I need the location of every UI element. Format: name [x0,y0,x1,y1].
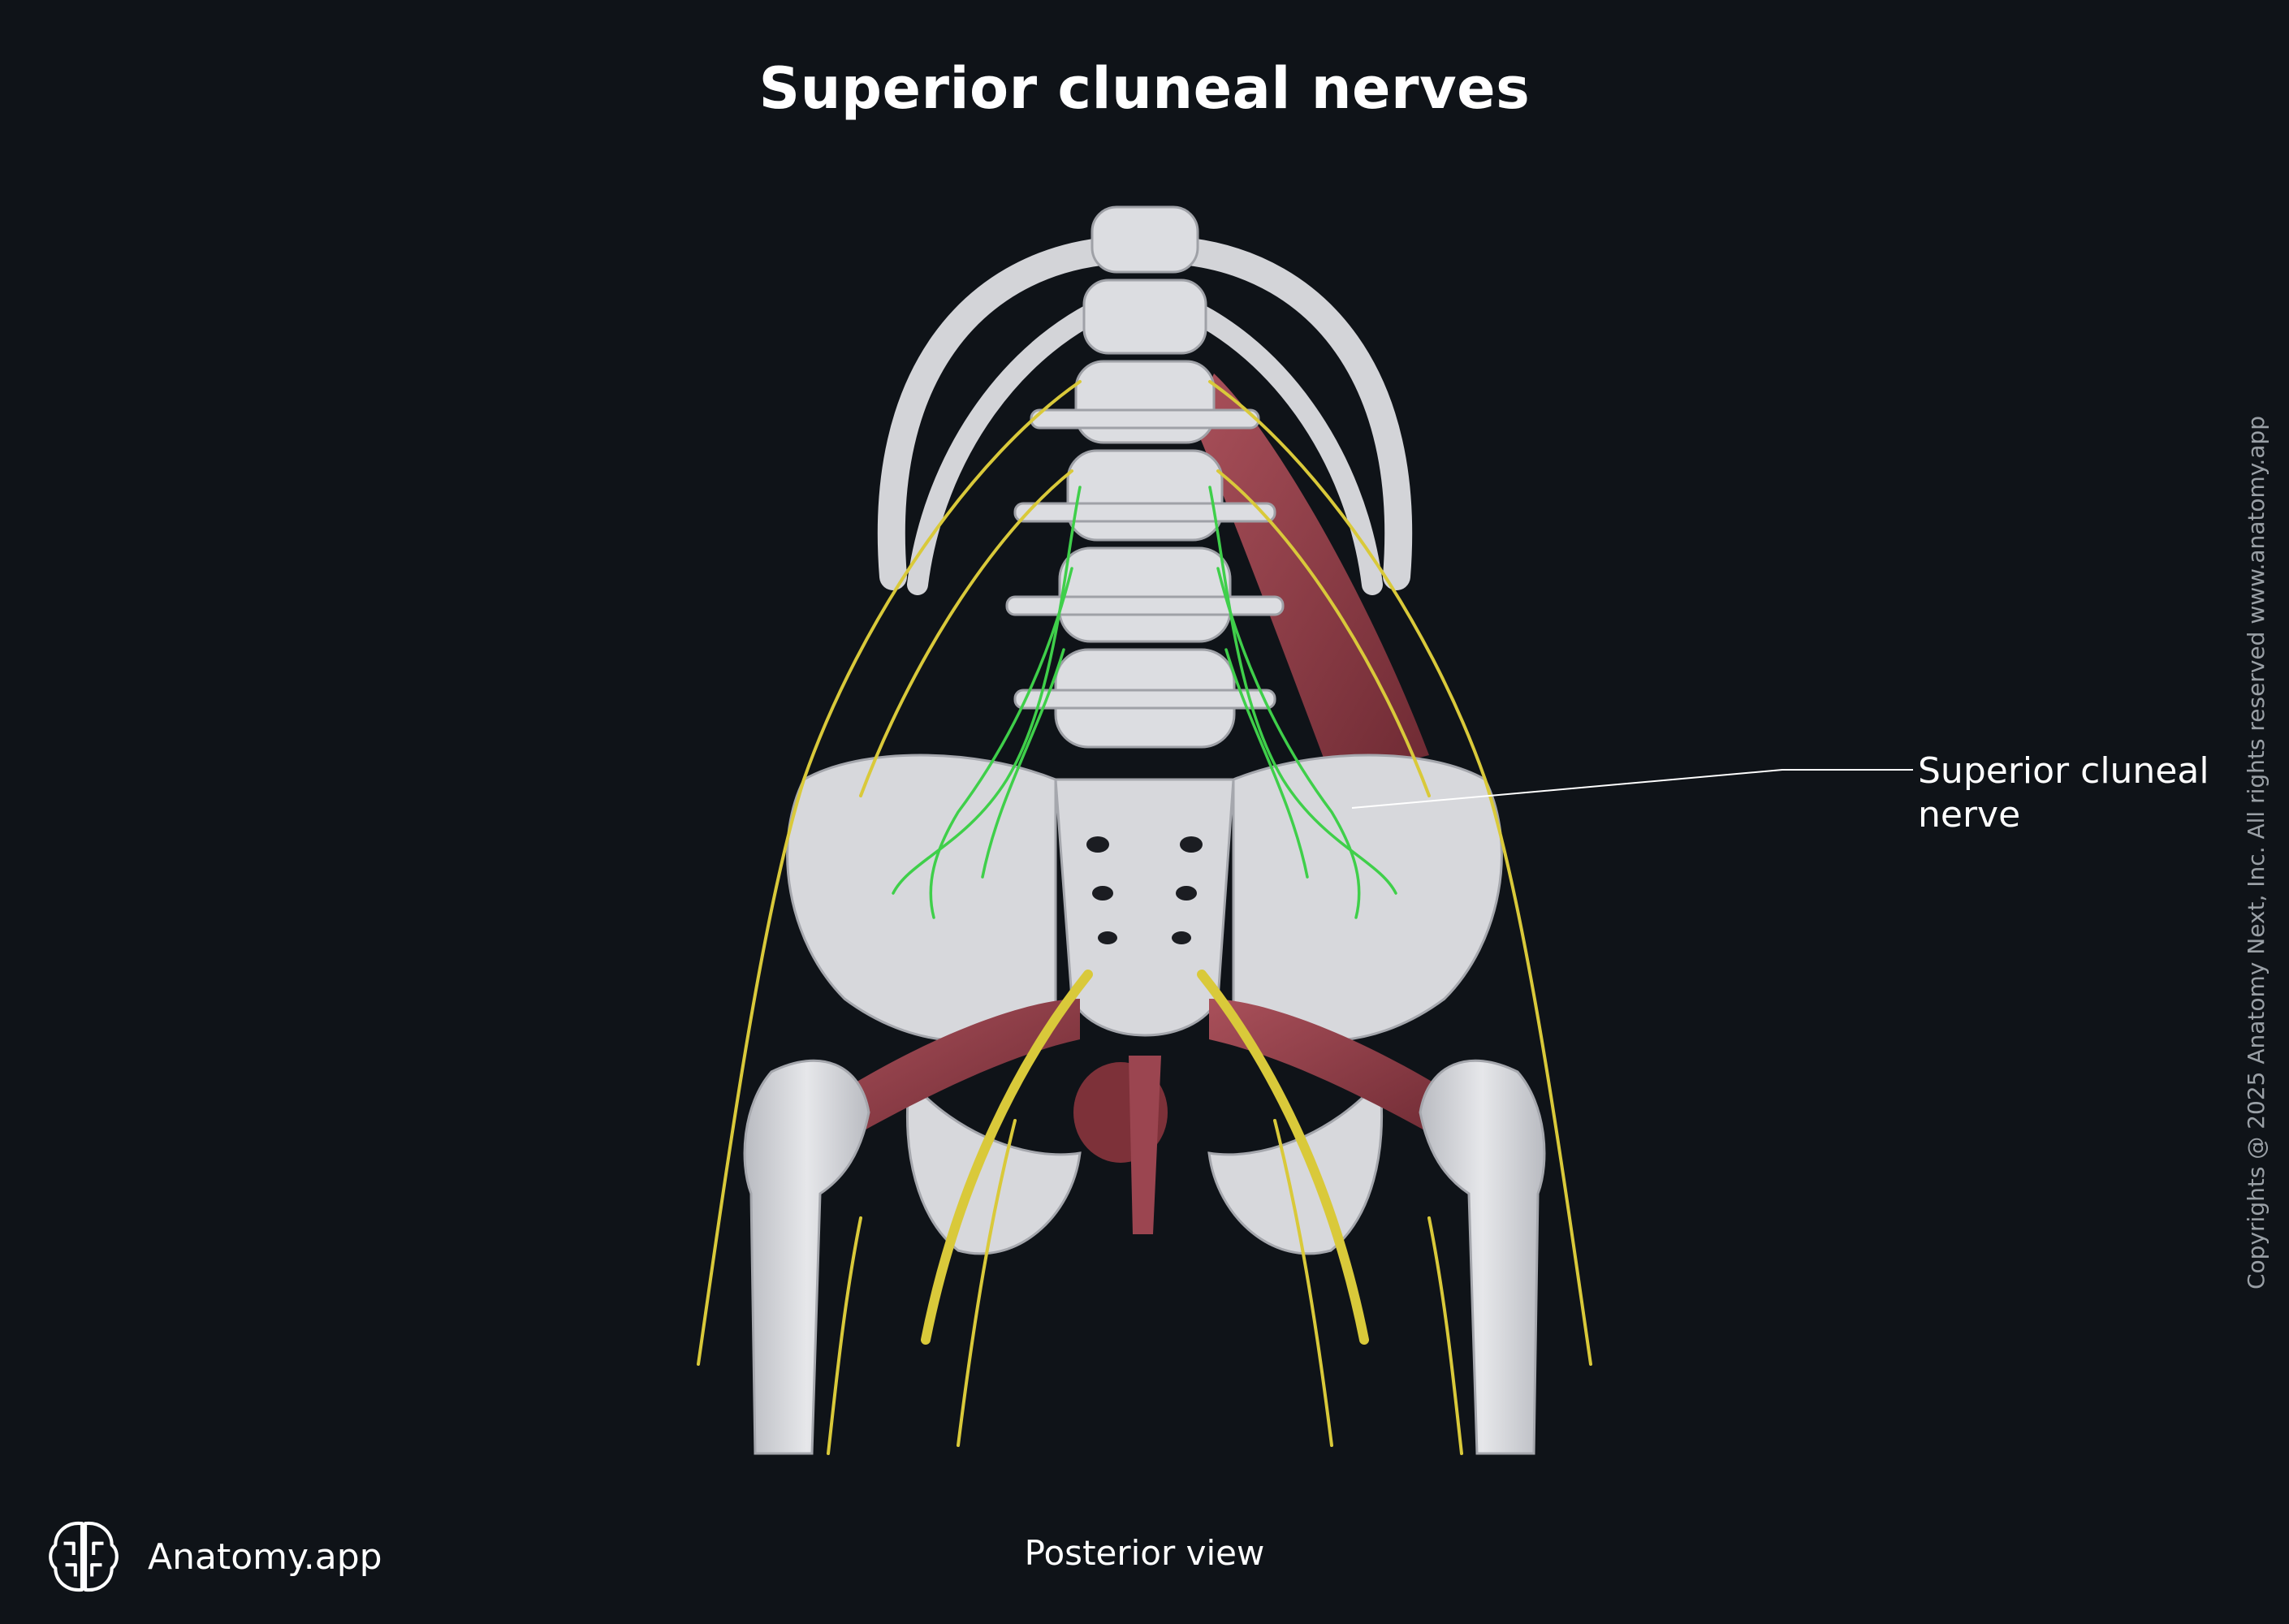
pelvis [786,754,1503,1255]
brain-logo-icon [49,1522,119,1592]
label-leader-line [1351,769,1913,809]
copyright-notice: Copyrights @ 2025 Anatomy Next, Inc. All… [2243,416,2270,1289]
superior-cluneal-nerve-label: Superior cluneal nerve [1918,750,2209,836]
lumbosacral-nerves [697,380,1592,1455]
sacral-foramina [1086,836,1203,944]
femurs [743,1059,1546,1455]
lumbar-spine [1005,205,1285,749]
page-title: Superior cluneal nerves [758,55,1531,122]
brand-name: Anatomy.app [148,1536,382,1578]
view-caption: Posterior view [1024,1533,1265,1573]
psoas-muscle [1194,374,1429,780]
superior-cluneal-nerves [892,486,1397,919]
ribs [877,238,1413,595]
piriformis-muscles [820,999,1469,1234]
